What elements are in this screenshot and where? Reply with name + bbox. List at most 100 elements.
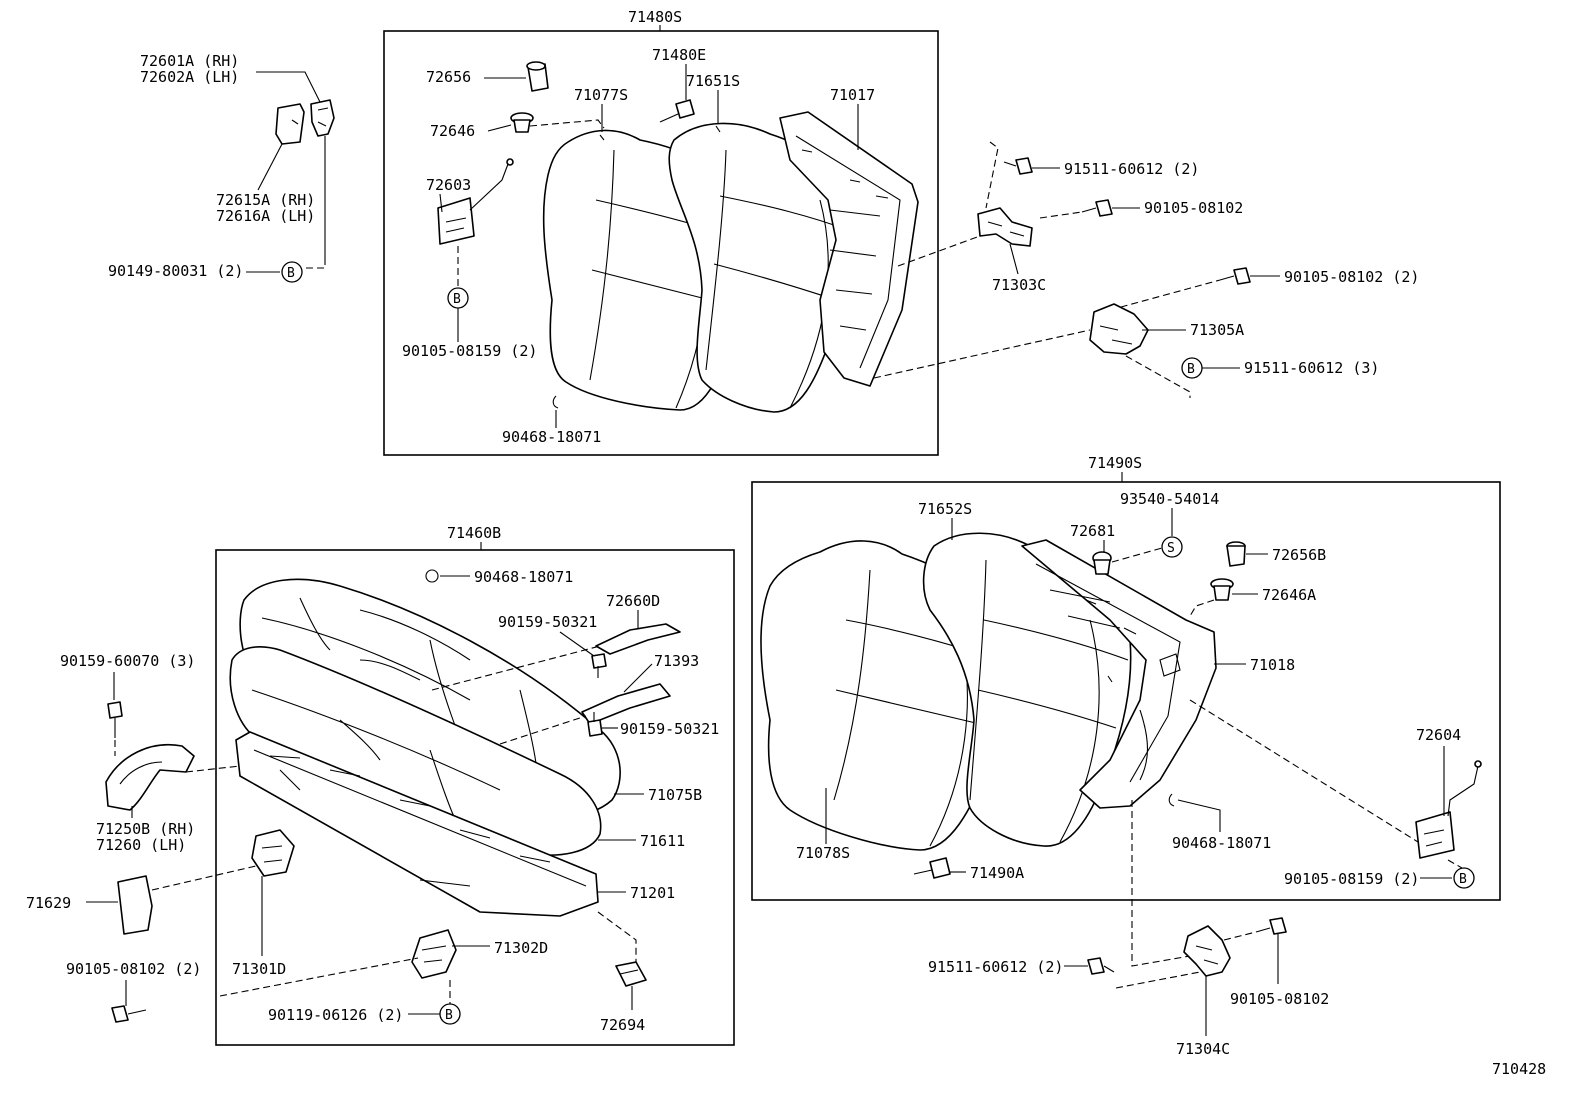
cap-72694[interactable]	[615, 961, 647, 987]
label-90105-08102-a[interactable]: 90105-08102	[1144, 199, 1243, 217]
bolt-91511-60612-c[interactable]	[1087, 957, 1115, 975]
label-90468-18071-b[interactable]: 90468-18071	[1172, 834, 1271, 852]
label-71490a[interactable]: 71490A	[970, 864, 1024, 882]
label-72601a[interactable]: 72601A (RH)	[140, 52, 239, 70]
headrest-guide-72646[interactable]	[510, 112, 534, 133]
headrest-support-72656b[interactable]	[1226, 541, 1246, 567]
label-71652s[interactable]: 71652S	[918, 500, 972, 518]
label-71302d[interactable]: 71302D	[494, 939, 548, 957]
hinge-71305a[interactable]	[1089, 303, 1149, 355]
bolt-90159-50321-b[interactable]	[587, 712, 603, 737]
seatback-frame-71018[interactable]	[1021, 539, 1217, 809]
pad-clip-90468-a[interactable]	[552, 395, 559, 409]
label-72694[interactable]: 72694	[600, 1016, 645, 1034]
cover-71629[interactable]	[117, 875, 153, 935]
label-71304c[interactable]: 71304C	[1176, 1040, 1230, 1058]
bracket-71302d[interactable]	[411, 929, 457, 979]
label-71611[interactable]: 71611	[640, 832, 685, 850]
label-71480e[interactable]: 71480E	[652, 46, 706, 64]
strap-72660d[interactable]	[595, 623, 681, 655]
label-72646a[interactable]: 72646A	[1262, 586, 1316, 604]
label-90105-08102-b[interactable]: 90105-08102 (2)	[1284, 268, 1419, 286]
headrest-support-72601a[interactable]	[310, 99, 335, 137]
label-72646[interactable]: 72646	[430, 122, 475, 140]
label-72660d[interactable]: 72660D	[606, 592, 660, 610]
hinge-cover-71250b[interactable]	[105, 744, 195, 811]
label-71260[interactable]: 71260 (LH)	[96, 836, 186, 854]
label-90105-08159-a[interactable]: 90105-08159 (2)	[402, 342, 537, 360]
label-72603[interactable]: 72603	[426, 176, 471, 194]
lock-bracket-72604[interactable]	[1415, 760, 1482, 859]
label-72602a[interactable]: 72602A (LH)	[140, 68, 239, 86]
label-90159-50321-b[interactable]: 90159-50321	[620, 720, 719, 738]
screw-71480e[interactable]	[659, 99, 695, 123]
group-box-71490s	[751, 481, 1501, 901]
label-71250b[interactable]: 71250B (RH)	[96, 820, 195, 838]
bolt-90105-08102-c[interactable]	[1255, 917, 1287, 935]
label-71301d[interactable]: 71301D	[232, 960, 286, 978]
clip-72681[interactable]	[1092, 551, 1112, 575]
headrest-guide-72615a[interactable]	[275, 103, 305, 145]
hinge-71304c[interactable]	[1183, 925, 1231, 977]
screw-71490a[interactable]	[913, 857, 951, 879]
label-71078s[interactable]: 71078S	[796, 844, 850, 862]
label-71651s[interactable]: 71651S	[686, 72, 740, 90]
label-90149-80031[interactable]: 90149-80031 (2)	[108, 262, 243, 280]
bracket-71301d[interactable]	[251, 829, 295, 877]
label-71393[interactable]: 71393	[654, 652, 699, 670]
seatback-pad-71652s[interactable]	[922, 532, 1132, 847]
label-90105-08102-d[interactable]: 90105-08102 (2)	[66, 960, 201, 978]
label-71077s[interactable]: 71077S	[574, 86, 628, 104]
label-93540-54014[interactable]: 93540-54014	[1120, 490, 1219, 508]
ref-b-3: B	[1187, 362, 1195, 377]
ref-b-circle-4: B	[1453, 867, 1475, 889]
label-71303c[interactable]: 71303C	[992, 276, 1046, 294]
bolt-90105-08102-a[interactable]	[1081, 199, 1113, 217]
bolt-91511-60612-a[interactable]	[1003, 157, 1033, 175]
label-90159-60070[interactable]: 90159-60070 (3)	[60, 652, 195, 670]
bolt-90159-50321-a[interactable]	[591, 653, 607, 678]
label-72656b[interactable]: 72656B	[1272, 546, 1326, 564]
label-90468-18071-c[interactable]: 90468-18071	[474, 568, 573, 586]
label-71018[interactable]: 71018	[1250, 656, 1295, 674]
label-71629[interactable]: 71629	[26, 894, 71, 912]
ref-b-circle-3: B	[1181, 357, 1203, 379]
label-72681[interactable]: 72681	[1070, 522, 1115, 540]
label-91511-60612-b[interactable]: 91511-60612 (3)	[1244, 359, 1379, 377]
label-90119-06126[interactable]: 90119-06126 (2)	[268, 1006, 403, 1024]
diagram-number: 710428	[1492, 1060, 1546, 1078]
ref-s-circle: S	[1161, 536, 1183, 558]
bolt-90105-08102-b[interactable]	[1219, 267, 1251, 285]
label-90159-50321-a[interactable]: 90159-50321	[498, 613, 597, 631]
hinge-71303c[interactable]	[977, 207, 1033, 247]
group-box-71460b	[215, 549, 735, 1046]
ref-b-1: B	[287, 266, 295, 281]
bolt-90159-60070[interactable]	[107, 701, 123, 738]
ref-b-5: B	[445, 1008, 453, 1023]
label-90105-08159-b[interactable]: 90105-08159 (2)	[1284, 870, 1419, 888]
label-71201[interactable]: 71201	[630, 884, 675, 902]
headrest-guide-72646a[interactable]	[1210, 578, 1234, 601]
label-72615a[interactable]: 72615A (RH)	[216, 191, 315, 209]
label-91511-60612-a[interactable]: 91511-60612 (2)	[1064, 160, 1199, 178]
label-91511-60612-c[interactable]: 91511-60612 (2)	[928, 958, 1063, 976]
group-label-71490s[interactable]: 71490S	[1088, 454, 1142, 472]
label-71075b[interactable]: 71075B	[648, 786, 702, 804]
label-72616a[interactable]: 72616A (LH)	[216, 207, 315, 225]
label-90105-08102-c[interactable]: 90105-08102	[1230, 990, 1329, 1008]
label-72604[interactable]: 72604	[1416, 726, 1461, 744]
label-71305a[interactable]: 71305A	[1190, 321, 1244, 339]
label-90468-18071-a[interactable]: 90468-18071	[502, 428, 601, 446]
pad-clip-90468-c[interactable]	[425, 569, 439, 583]
lock-bracket-72603[interactable]	[437, 158, 514, 245]
headrest-support-72656[interactable]	[526, 61, 549, 92]
ref-s: S	[1167, 541, 1175, 556]
group-label-71480s[interactable]: 71480S	[628, 8, 682, 26]
seat-frame-71201[interactable]	[235, 731, 599, 917]
label-71017[interactable]: 71017	[830, 86, 875, 104]
group-label-71460b[interactable]: 71460B	[447, 524, 501, 542]
label-72656[interactable]: 72656	[426, 68, 471, 86]
seatback-frame-71017[interactable]	[779, 111, 919, 387]
pad-clip-90468-b[interactable]	[1168, 793, 1175, 807]
bolt-90105-08102-d[interactable]	[111, 1005, 147, 1023]
